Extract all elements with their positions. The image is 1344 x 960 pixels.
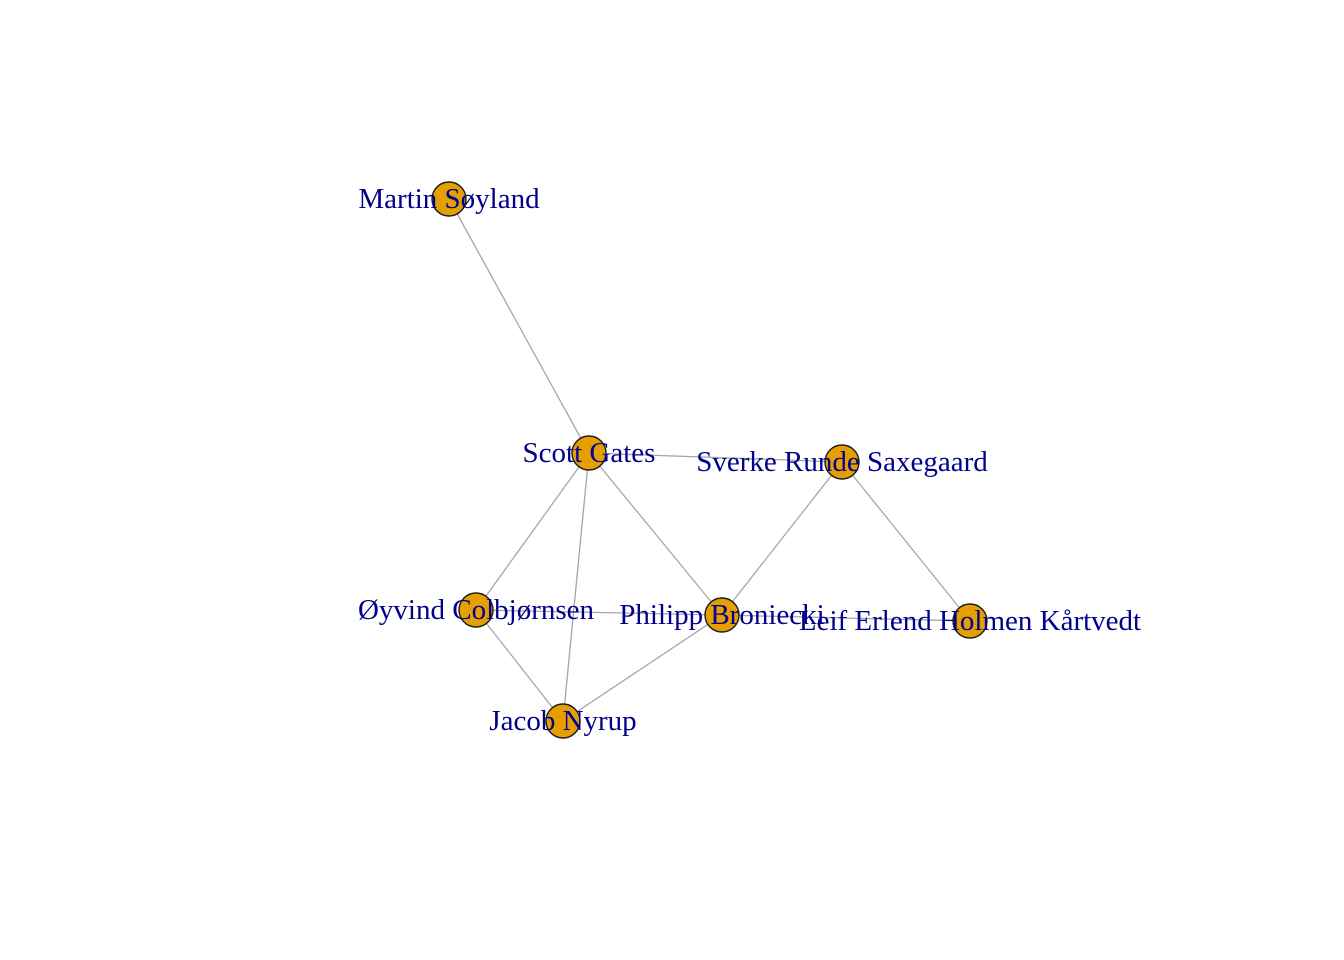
node-martin (431, 181, 467, 217)
edge-sverke-leif (841, 461, 971, 622)
edge-scott-jacob (562, 452, 590, 722)
edge-sverke-philipp (721, 461, 843, 616)
node-label-oyvind: Øyvind Colbjørnsen (358, 594, 595, 626)
edge-philipp-leif (721, 614, 971, 622)
node-label-jacob: Jacob Nyrup (489, 705, 636, 737)
edge-scott-philipp (588, 452, 723, 616)
node-philipp (704, 597, 740, 633)
node-scott (571, 435, 607, 471)
edge-scott-oyvind (475, 452, 590, 611)
node-label-sverke: Sverke Runde Saxegaard (696, 446, 988, 478)
edge-scott-sverke (588, 452, 843, 463)
node-leif (952, 603, 988, 639)
node-label-martin: Martin Søyland (358, 183, 540, 215)
edge-martin-scott (448, 198, 590, 454)
nodes-layer (431, 181, 988, 739)
node-label-leif: Leif Erlend Holmen Kårtvedt (799, 605, 1141, 637)
node-label-scott: Scott Gates (523, 437, 656, 469)
node-sverke (824, 444, 860, 480)
node-jacob (545, 703, 581, 739)
node-label-philipp: Philipp Broniecki (619, 599, 824, 631)
edges-layer (448, 198, 971, 722)
edge-oyvind-philipp (475, 609, 723, 616)
node-oyvind (458, 592, 494, 628)
edge-oyvind-jacob (475, 609, 564, 722)
edge-philipp-jacob (562, 614, 723, 722)
